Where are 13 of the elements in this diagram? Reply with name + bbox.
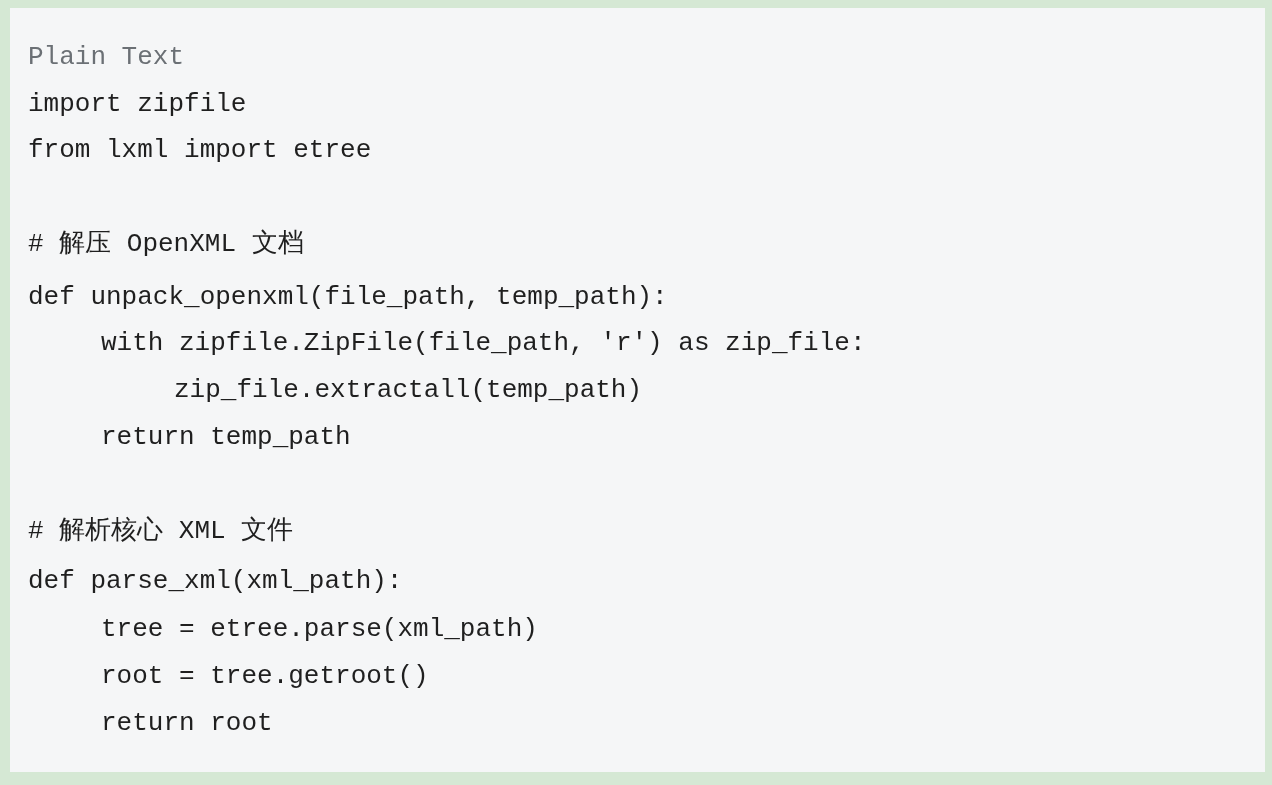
code-line: def parse_xml(xml_path): [28,565,403,597]
code-line: tree = etree.parse(xml_path) [101,613,538,645]
code-line: import zipfile [28,88,247,120]
code-line: return temp_path [101,421,351,453]
code-line: from lxml import etree [28,134,372,166]
code-line: zip_file.extractall(temp_path) [174,374,643,406]
language-label: Plain Text [28,41,185,73]
code-line: def unpack_openxml(file_path, temp_path): [28,281,668,313]
code-line: return root [101,707,273,739]
code-line: root = tree.getroot() [101,660,429,692]
code-line: # 解压 OpenXML 文档 [28,228,304,260]
code-line: # 解析核心 XML 文件 [28,515,294,547]
code-line: with zipfile.ZipFile(file_path, 'r') as zip_file: [101,327,866,359]
